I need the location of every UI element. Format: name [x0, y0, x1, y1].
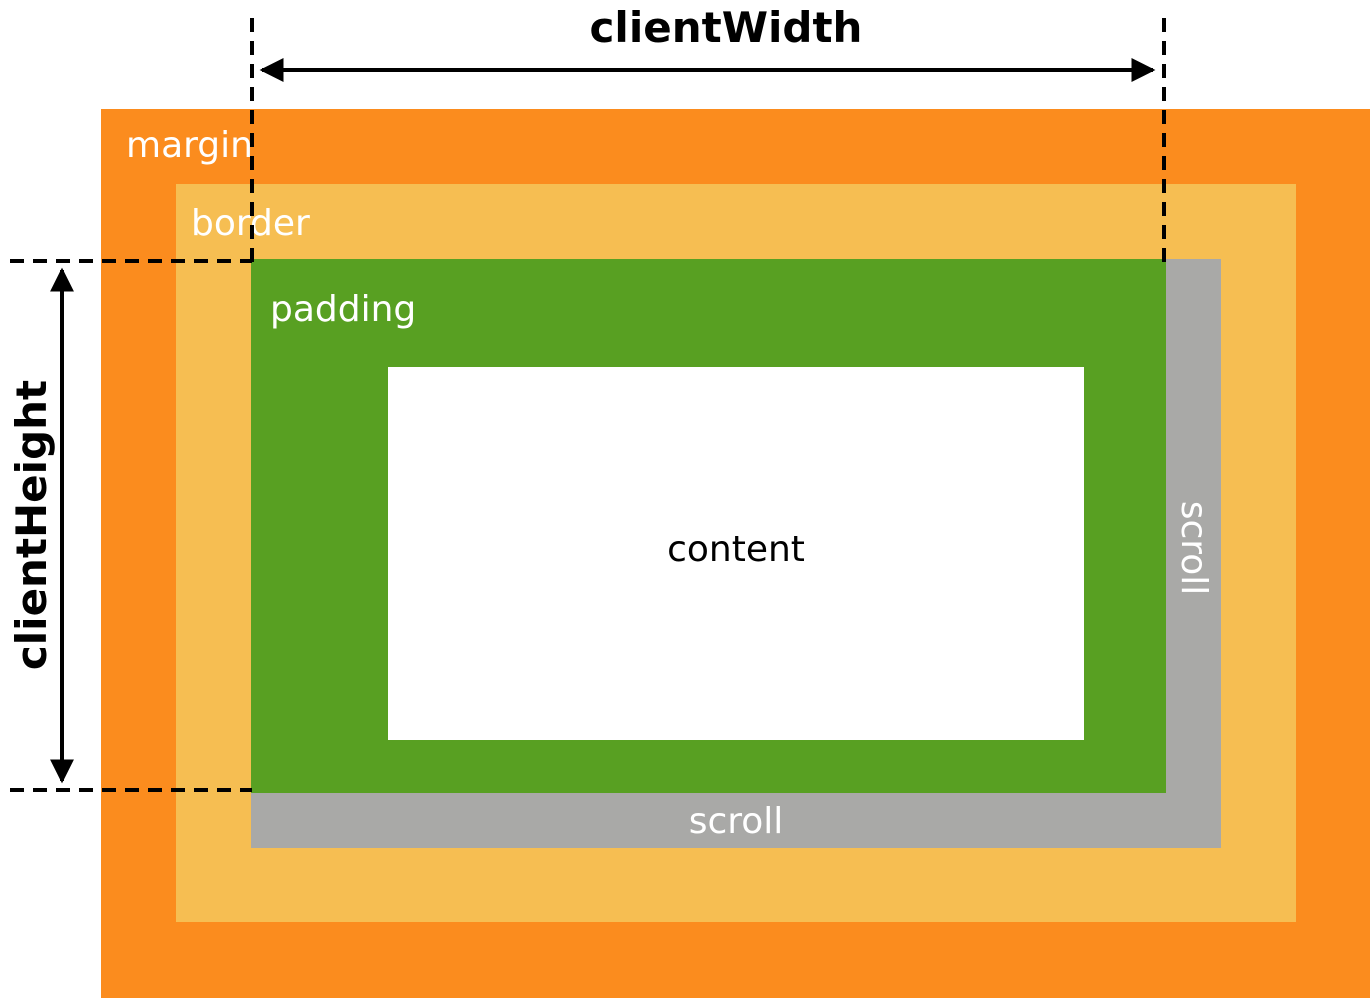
content-label: content: [667, 529, 805, 570]
padding-label: padding: [270, 289, 417, 330]
content-area: [388, 367, 1084, 740]
client-width-label: clientWidth: [589, 3, 863, 52]
margin-label: margin: [126, 125, 253, 166]
border-label: border: [191, 203, 310, 244]
client-height-label: clientHeight: [7, 379, 56, 671]
scroll-bottom-label: scroll: [688, 801, 784, 842]
scroll-right-label: scroll: [1173, 500, 1214, 596]
